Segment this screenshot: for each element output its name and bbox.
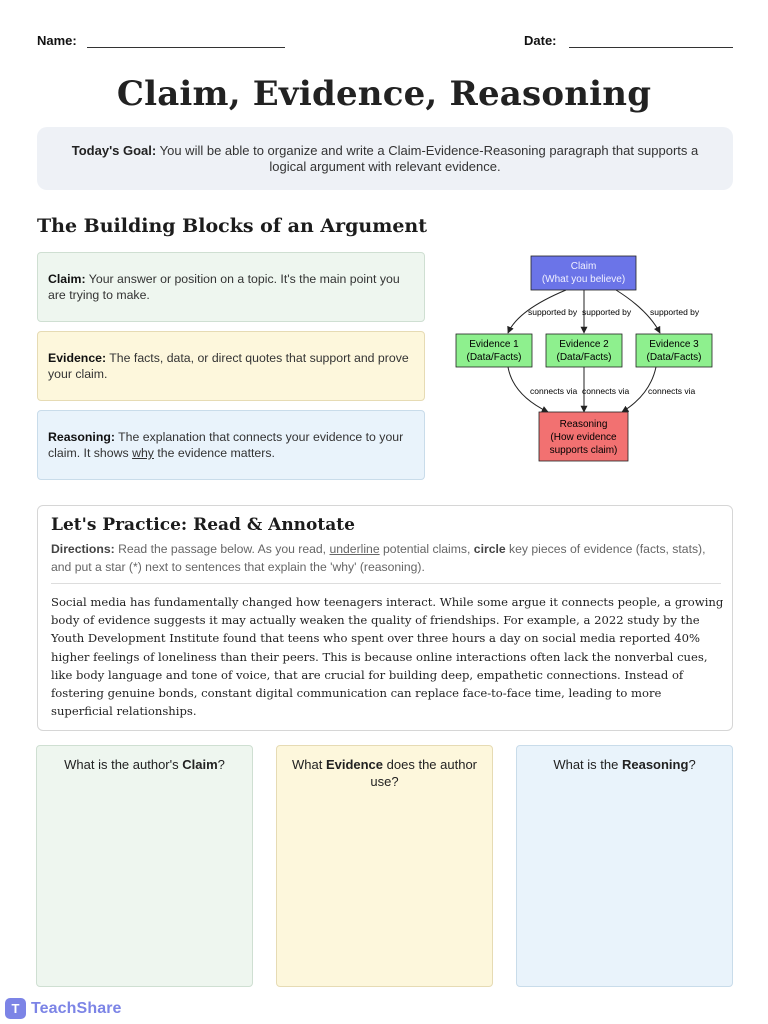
claim-text: Your answer or position on a topic. It's…: [48, 271, 400, 303]
evidence-answer-box[interactable]: What Evidence does the author use?: [276, 745, 493, 987]
brand-footer[interactable]: T TeachShare: [5, 998, 122, 1019]
evidence-node-3: Evidence 3 (Data/Facts): [635, 333, 713, 368]
directions-circle-word: circle: [473, 542, 506, 556]
svg-text:(Data/Facts): (Data/Facts): [556, 352, 611, 363]
evidence-text: The facts, data, or direct quotes that s…: [48, 350, 409, 382]
practice-card: Let's Practice: Read & Annotate Directio…: [37, 505, 733, 731]
practice-directions: Directions: Read the passage below. As y…: [51, 541, 723, 576]
edge-label-connect-1: connects via: [530, 386, 578, 396]
goal-box: Today's Goal: You will be able to organi…: [37, 127, 733, 190]
directions-text-2: potential claims,: [383, 542, 471, 556]
page-title: Claim, Evidence, Reasoning: [116, 74, 652, 114]
brand-name: TeachShare: [31, 999, 122, 1017]
edge-label-support-2: supported by: [582, 307, 632, 317]
reasoning-question-bold: Reasoning: [621, 757, 689, 772]
reasoning-text-before: The explanation that connects your evide…: [48, 429, 404, 461]
edge-label-connect-2: connects via: [582, 386, 630, 396]
svg-text:Evidence 2: Evidence 2: [559, 339, 609, 350]
svg-text:supports claim): supports claim): [550, 445, 618, 456]
claim-node: Claim (What you believe): [530, 255, 637, 291]
edge-label-connect-3: connects via: [648, 386, 696, 396]
reasoning-label: Reasoning:: [48, 429, 115, 444]
directions-text-1: Read the passage below. As you read,: [118, 542, 327, 556]
evidence-card: Evidence: The facts, data, or direct quo…: [37, 331, 425, 401]
edge-claim-evidence-3: [615, 289, 661, 334]
svg-text:(Data/Facts): (Data/Facts): [646, 352, 701, 363]
evidence-question-after: does the author use?: [370, 757, 478, 789]
building-blocks-heading: The Building Blocks of an Argument: [37, 215, 428, 237]
claim-card: Claim: Your answer or position on a topi…: [37, 252, 425, 322]
svg-text:Evidence 3: Evidence 3: [649, 339, 699, 350]
evidence-label: Evidence:: [48, 350, 107, 365]
svg-text:(How evidence: (How evidence: [550, 432, 617, 443]
directions-text-3: key pieces of evidence (facts, stats), a…: [51, 542, 706, 574]
reasoning-node: Reasoning (How evidence supports claim): [538, 411, 629, 462]
date-field[interactable]: [569, 47, 733, 48]
reasoning-question-before: What is the: [553, 757, 619, 772]
claim-label: Claim:: [48, 271, 86, 286]
reasoning-why-word: why: [132, 446, 154, 460]
reasoning-answer-box[interactable]: What is the Reasoning?: [516, 745, 733, 987]
reasoning-text-after: the evidence matters.: [157, 446, 275, 460]
practice-divider: [51, 583, 721, 584]
edge-claim-evidence-1: [507, 289, 567, 334]
goal-text: You will be able to organize and write a…: [159, 143, 699, 174]
name-label: Name:: [37, 33, 77, 48]
practice-passage[interactable]: Social media has fundamentally changed h…: [51, 595, 724, 719]
practice-title: Let's Practice: Read & Annotate: [51, 515, 355, 535]
claim-question-after: ?: [217, 757, 225, 772]
evidence-question-before: What: [291, 757, 323, 772]
goal-label: Today's Goal:: [71, 143, 157, 158]
claim-question-before: What is the author's: [64, 757, 179, 772]
svg-text:Evidence 1: Evidence 1: [469, 339, 519, 350]
date-label: Date:: [524, 33, 557, 48]
claim-answer-box[interactable]: What is the author's Claim?: [36, 745, 253, 987]
teachshare-logo-icon: T: [5, 998, 26, 1019]
claim-question-bold: Claim: [182, 757, 218, 772]
directions-label: Directions:: [51, 542, 115, 556]
evidence-node-2: Evidence 2 (Data/Facts): [545, 333, 623, 368]
svg-text:(What you believe): (What you believe): [542, 274, 625, 285]
reasoning-question-after: ?: [688, 757, 696, 772]
name-field[interactable]: [87, 47, 285, 48]
edge-evidence-1-reasoning: [507, 366, 549, 413]
svg-text:(Data/Facts): (Data/Facts): [466, 352, 521, 363]
evidence-node-1: Evidence 1 (Data/Facts): [455, 333, 533, 368]
directions-underline-word: underline: [329, 542, 380, 556]
edge-evidence-3-reasoning: [621, 366, 657, 413]
svg-text:Claim: Claim: [571, 261, 597, 272]
reasoning-card: Reasoning: The explanation that connects…: [37, 410, 425, 480]
svg-text:Reasoning: Reasoning: [560, 419, 608, 430]
evidence-question-bold: Evidence: [325, 757, 384, 772]
edge-label-support-3: supported by: [650, 307, 700, 317]
edge-label-support-1: supported by: [528, 307, 578, 317]
cer-flow-diagram: supported by supported by supported by c…: [455, 255, 713, 462]
